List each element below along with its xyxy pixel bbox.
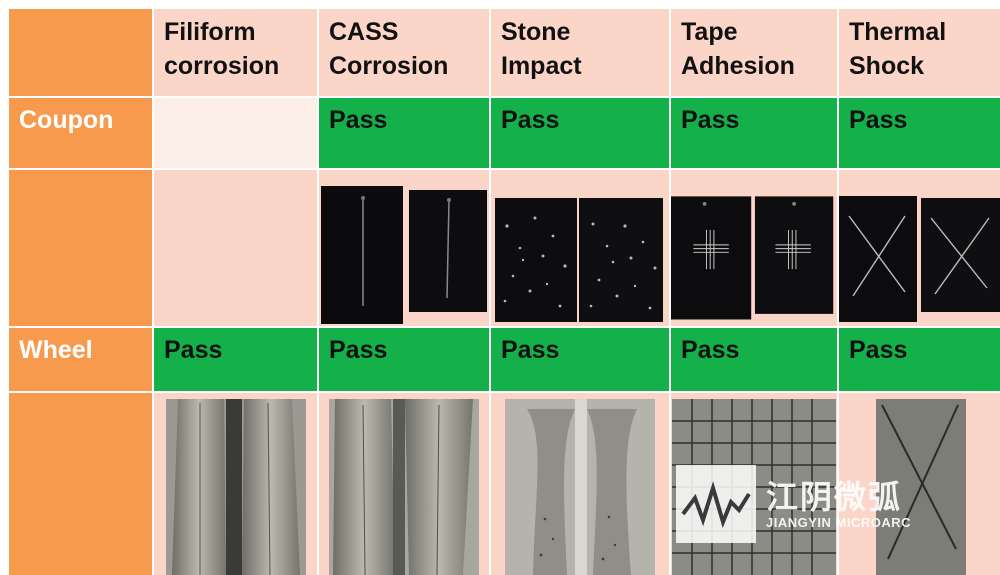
corner-cell xyxy=(9,9,152,96)
coupon-photo-cass-image xyxy=(321,186,487,324)
row-label-wheel: Wheel xyxy=(9,328,152,391)
wheel-photo-thermal-shock xyxy=(839,393,1000,575)
coupon-photo-thermal-image xyxy=(839,196,1000,322)
watermark-english: JIANGYIN MICROARC xyxy=(766,514,912,530)
header-label: CASS Corrosion xyxy=(329,18,449,80)
coupon-photo-stone-image xyxy=(495,198,663,322)
row-label-coupon: Coupon xyxy=(9,98,152,168)
wheel-photo-tape-adhesion xyxy=(671,393,837,575)
wheel-photo-stone-image xyxy=(505,399,655,575)
header-cass: CASS Corrosion xyxy=(319,9,489,96)
wheel-result-stone-impact: Pass xyxy=(491,328,669,391)
wheel-photo-stone-impact xyxy=(491,393,669,575)
header-label: Stone Impact xyxy=(501,18,582,80)
test-results-table: Filiform corrosion CASS Corrosion Stone … xyxy=(9,9,1000,575)
wheel-result-thermal-shock: Pass xyxy=(839,328,1000,391)
header-stone-impact: Stone Impact xyxy=(491,9,669,96)
wheel-result-tape-adhesion: Pass xyxy=(671,328,837,391)
company-watermark: 江阴微弧 JIANGYIN MICROARC xyxy=(676,465,946,543)
header-label: Thermal Shock xyxy=(849,18,947,80)
wheel-photo-cass xyxy=(319,393,489,575)
coupon-photo-cass xyxy=(319,170,489,326)
wheel-photo-thermal-image xyxy=(876,399,966,575)
header-tape-adhesion: Tape Adhesion xyxy=(671,9,837,96)
wheel-result-cass: Pass xyxy=(319,328,489,391)
wheel-photo-cass-image xyxy=(329,399,479,575)
coupon-result-tape-adhesion: Pass xyxy=(671,98,837,168)
coupon-photo-filiform xyxy=(154,170,317,326)
coupon-photo-thermal-shock xyxy=(839,170,1000,326)
header-label: Tape Adhesion xyxy=(681,18,795,80)
wheel-result-filiform: Pass xyxy=(154,328,317,391)
header-thermal-shock: Thermal Shock xyxy=(839,9,1000,96)
coupon-photo-tape-image xyxy=(671,196,834,320)
coupon-result-thermal-shock: Pass xyxy=(839,98,1000,168)
watermark-text: 江阴微弧 JIANGYIN MICROARC xyxy=(766,479,911,530)
coupon-photo-stone-impact xyxy=(491,170,669,326)
company-logo-icon xyxy=(676,465,756,543)
header-filiform: Filiform corrosion xyxy=(154,9,317,96)
coupon-result-filiform xyxy=(154,98,317,168)
row-label-coupon-photo xyxy=(9,170,152,326)
watermark-chinese: 江阴微弧 xyxy=(766,478,903,515)
coupon-photo-tape-adhesion xyxy=(671,170,837,326)
wheel-photo-filiform xyxy=(154,393,317,575)
coupon-result-stone-impact: Pass xyxy=(491,98,669,168)
header-label: Filiform corrosion xyxy=(164,18,280,80)
coupon-result-cass: Pass xyxy=(319,98,489,168)
row-label-wheel-photo xyxy=(9,393,152,575)
wheel-photo-filiform-image xyxy=(165,399,306,575)
